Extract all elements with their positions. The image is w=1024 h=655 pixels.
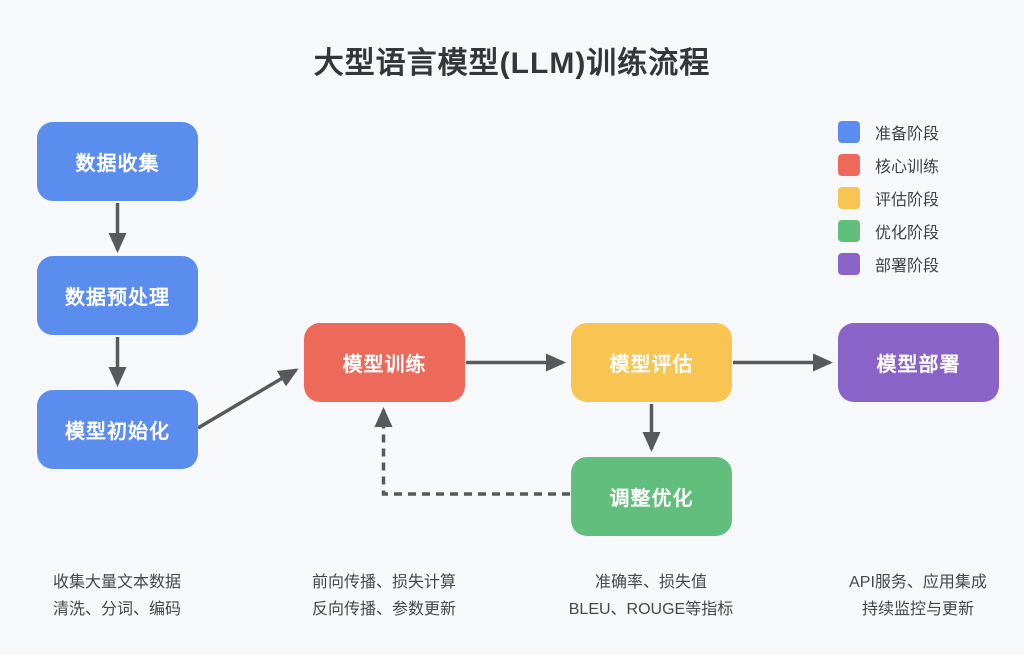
node-model-training: 模型训练 (304, 323, 465, 402)
legend-item-core-training: 核心训练 (838, 154, 939, 176)
node-data-preprocessing: 数据预处理 (37, 256, 198, 335)
legend-item-evaluation: 评估阶段 (838, 187, 939, 209)
node-label-model-initialization: 模型初始化 (65, 421, 170, 443)
annotation-model-evaluation: 准确率、损失值 BLEU、ROUGE等指标 (511, 569, 791, 623)
node-label-adjustment-optimization: 调整优化 (609, 488, 694, 510)
legend: 准备阶段 核心训练 评估阶段 优化阶段 部署阶段 (838, 121, 939, 275)
legend-label: 优化阶段 (875, 225, 940, 242)
legend-swatch-yellow (838, 187, 860, 209)
legend-label: 部署阶段 (875, 258, 940, 275)
page-title: 大型语言模型(LLM)训练流程 (313, 47, 711, 80)
annotation-line: 准确率、损失值 (594, 574, 707, 591)
legend-label: 核心训练 (875, 159, 940, 176)
annotation-data-collection: 收集大量文本数据 清洗、分词、编码 (0, 569, 257, 623)
annotation-line: 反向传播、参数更新 (311, 601, 456, 618)
legend-item-preparation: 准备阶段 (838, 121, 939, 143)
legend-item-optimization: 优化阶段 (838, 220, 939, 242)
annotation-line: 清洗、分词、编码 (52, 601, 181, 618)
annotation-line: API服务、应用集成 (849, 574, 987, 591)
node-label-model-training: 模型训练 (342, 354, 427, 376)
legend-label: 准备阶段 (875, 126, 940, 143)
node-model-evaluation: 模型评估 (571, 323, 732, 402)
legend-swatch-blue (838, 121, 860, 143)
legend-swatch-green (838, 220, 860, 242)
arrow-initialization-to-training (197, 368, 299, 430)
node-model-deployment: 模型部署 (838, 323, 999, 402)
node-data-collection: 数据收集 (37, 122, 198, 201)
annotation-line: 收集大量文本数据 (52, 574, 181, 591)
arrow-adjustment-to-training-feedback (374, 407, 570, 496)
node-label-data-collection: 数据收集 (75, 153, 160, 175)
annotation-line: BLEU、ROUGE等指标 (568, 601, 734, 618)
node-label-data-preprocessing: 数据预处理 (65, 287, 170, 309)
node-label-model-evaluation: 模型评估 (609, 354, 694, 376)
legend-swatch-red (838, 154, 860, 176)
annotation-model-deployment: API服务、应用集成 持续监控与更新 (778, 569, 1024, 623)
annotation-model-training: 前向传播、损失计算 反向传播、参数更新 (244, 569, 524, 623)
node-label-model-deployment: 模型部署 (876, 354, 961, 376)
legend-label: 评估阶段 (875, 192, 940, 209)
annotation-line: 持续监控与更新 (861, 601, 974, 618)
legend-item-deployment: 部署阶段 (838, 253, 939, 275)
node-model-initialization: 模型初始化 (37, 390, 198, 469)
annotation-line: 前向传播、损失计算 (311, 574, 456, 591)
legend-swatch-purple (838, 253, 860, 275)
node-adjustment-optimization: 调整优化 (571, 457, 732, 536)
